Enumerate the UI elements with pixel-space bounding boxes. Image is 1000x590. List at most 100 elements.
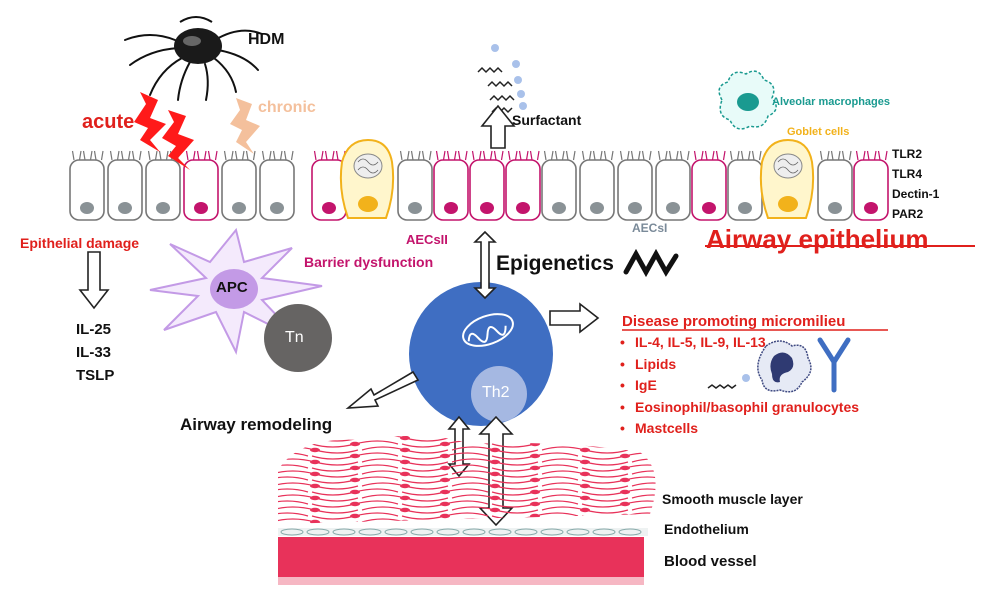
aecii-cell <box>691 159 727 221</box>
cilia <box>399 150 432 161</box>
cilia <box>619 150 652 161</box>
cilia <box>313 150 346 161</box>
mitochondrion-icon <box>462 313 514 347</box>
endothelial-cell <box>592 528 616 536</box>
endothelium-label: Endothelium <box>664 521 749 537</box>
cilia <box>693 150 726 161</box>
ciliated-cell <box>259 159 295 221</box>
goblet-cell-left <box>339 138 395 219</box>
barrier-double-arrow <box>473 230 497 300</box>
airway-remodeling-label: Airway remodeling <box>180 415 333 434</box>
epithelial-damage-arrow <box>78 251 110 310</box>
ciliated-cell <box>655 159 691 221</box>
cilia <box>435 150 468 161</box>
endothelial-cell <box>358 528 382 536</box>
disease-factor-item: IL-4, IL-5, IL-9, IL-13 <box>620 334 859 356</box>
cell-nucleus <box>408 202 422 214</box>
cell-nucleus <box>628 202 642 214</box>
aecii-cell <box>505 159 541 221</box>
surfactant-heads <box>491 44 527 110</box>
surfactant-icon <box>477 66 515 114</box>
cilia <box>147 150 180 161</box>
endothelial-cell <box>436 528 460 536</box>
endothelium-layer <box>278 528 648 536</box>
goblet-cell-right <box>759 138 815 219</box>
chronic-label: chronic <box>258 99 316 116</box>
cell-nucleus <box>118 202 132 214</box>
endothelial-cell <box>410 528 434 536</box>
receptor-item: PAR2 <box>892 207 924 221</box>
airway-epithelium-title: Airway epithelium <box>706 224 929 254</box>
endothelial-cell <box>488 528 512 536</box>
epithelial-cell-row <box>69 150 889 221</box>
ciliated-cell <box>221 159 257 221</box>
cilia <box>471 150 504 161</box>
alveolar-macrophages-label: Alveolar macrophages <box>772 96 890 108</box>
cilia <box>855 150 888 161</box>
endothelial-cell <box>384 528 408 536</box>
receptor-item: TLR4 <box>892 167 922 181</box>
endothelial-cell <box>280 528 304 536</box>
apc-label: APC <box>216 279 248 296</box>
aecii-cell <box>433 159 469 221</box>
remodeling-arrow <box>345 370 420 409</box>
blood-vessel-label: Blood vessel <box>664 553 757 570</box>
cell-nucleus <box>232 202 246 214</box>
tn-label: Tn <box>285 329 304 346</box>
cell-nucleus <box>156 202 170 214</box>
cilia <box>543 150 576 161</box>
cytokine-item: IL-25 <box>76 321 112 338</box>
cell-nucleus <box>322 202 336 214</box>
cilia <box>507 150 540 161</box>
ciliated-cell <box>541 159 577 221</box>
th2-cell <box>409 282 553 426</box>
cilia <box>729 150 762 161</box>
goblet-cells-label: Goblet cells <box>787 126 850 138</box>
smooth-muscle-layer <box>278 435 656 524</box>
cytokine-item: TSLP <box>76 367 115 384</box>
receptor-list: TLR2 TLR4 Dectin-1 PAR2 <box>892 148 939 228</box>
cell-nucleus <box>516 202 530 214</box>
cilia <box>657 150 690 161</box>
th2-label: Th2 <box>482 384 510 401</box>
acute-lightning-icon <box>134 92 194 170</box>
cilia <box>223 150 256 161</box>
cilia <box>109 150 142 161</box>
arrows <box>78 104 600 527</box>
tn-cell <box>264 304 332 372</box>
barrier-dysfunction-label: Barrier dysfunction <box>304 254 434 270</box>
cell-nucleus <box>828 202 842 214</box>
aecii-cell <box>183 159 219 221</box>
aecsii-label: AECsII <box>406 232 448 247</box>
cell-nucleus <box>590 202 604 214</box>
disease-factor-list: IL-4, IL-5, IL-9, IL-13 Lipids IgE Eosin… <box>620 334 859 442</box>
smooth-muscle-label: Smooth muscle layer <box>662 491 803 507</box>
ciliated-cell <box>579 159 615 221</box>
endothelial-cell <box>306 528 330 536</box>
endothelial-cell <box>566 528 590 536</box>
cilia <box>185 150 218 161</box>
receptor-item: TLR2 <box>892 147 922 161</box>
disease-factor-item: Lipids <box>620 356 859 378</box>
cell-nucleus <box>864 202 878 214</box>
dna-icon <box>623 248 679 278</box>
ciliated-cell <box>617 159 653 221</box>
endothelial-cell <box>514 528 538 536</box>
ciliated-cell <box>107 159 143 221</box>
blood-vessel-layer <box>278 537 644 585</box>
hdm-label: HDM <box>248 31 285 48</box>
disease-factor-item: Eosinophil/basophil granulocytes <box>620 399 859 421</box>
endothelial-cell <box>462 528 486 536</box>
cell-nucleus <box>480 202 494 214</box>
surfactant-label: Surfactant <box>512 112 582 128</box>
cell-nucleus <box>194 202 208 214</box>
cell-nucleus <box>270 202 284 214</box>
receptor-item: Dectin-1 <box>892 187 940 201</box>
disease-factor-item: IgE <box>620 377 859 399</box>
cilia <box>71 150 104 161</box>
dust-mite-icon <box>124 16 263 101</box>
cytokine-list: IL-25 IL-33 TSLP <box>76 322 114 391</box>
endothelial-cell <box>618 528 642 536</box>
